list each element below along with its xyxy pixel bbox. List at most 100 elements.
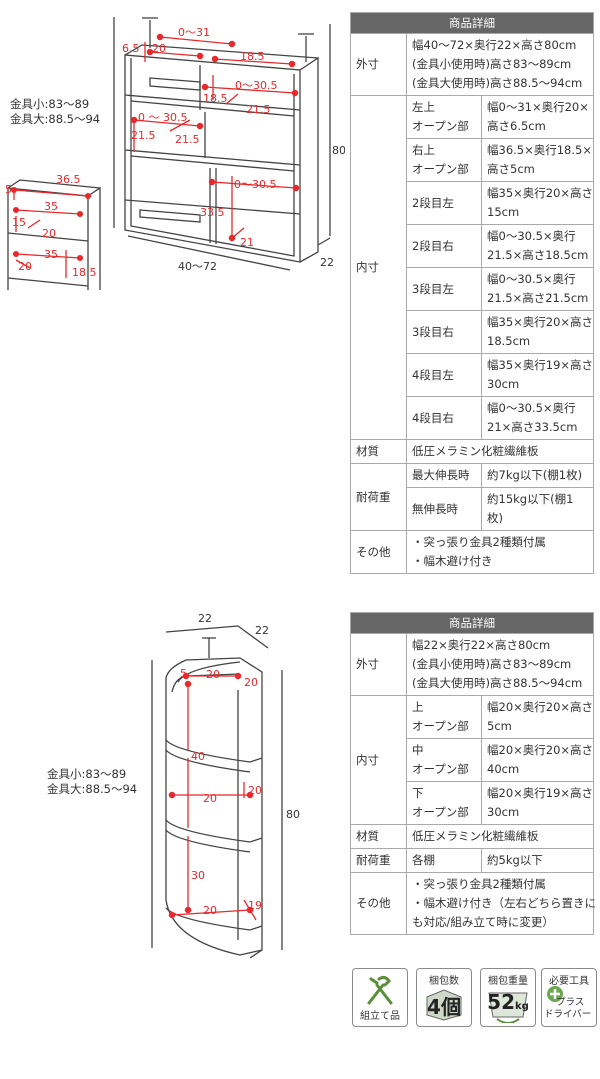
dim-label: 21.5 (131, 129, 156, 142)
inner-row-value: 幅36.5×奥行18.5×高さ5cm (480, 138, 595, 182)
assembly-badge: 組立て品 (352, 968, 408, 1027)
inner-row-value: 幅0～31×奥行20×高さ6.5cm (480, 95, 595, 139)
other-label: その他 (350, 530, 407, 574)
load-label: 耐荷重 (350, 848, 407, 873)
load-row-value: 約5kg以下 (480, 848, 595, 873)
inner-row-label: 中オープン部 (406, 738, 482, 782)
dim-label: 5 (5, 183, 12, 196)
spec-table-1: 商品詳細 外寸 幅40～72×奥行22×高さ80cm (金具小使用時)高さ83～… (349, 12, 595, 574)
package-weight-badge: 梱包重量 52kg (480, 968, 536, 1027)
dim-label: 20 (248, 784, 262, 797)
other-value: ・突っ張り金具2種類付属 ・幅木避け付き (405, 530, 595, 574)
dim-label-depth: 22 (255, 624, 269, 637)
bracket-large-text: 金具大:88.5～94 (47, 782, 138, 796)
dim-label: 20 (18, 260, 32, 273)
load-row-label: 各棚 (406, 848, 482, 873)
inner-row-label: 4段目右 (406, 396, 482, 440)
dim-label: 0～31 (178, 26, 210, 39)
dim-label: 33.5 (200, 206, 225, 219)
dim-label: 21.5 (175, 133, 200, 146)
dim-label-width: 22 (198, 612, 212, 625)
inner-size-label: 内寸 (350, 95, 407, 440)
dim-label: 35 (44, 248, 58, 261)
shelf-diagram-2: 5 20 20 40 20 20 30 20 19 22 22 80 (151, 612, 300, 959)
inner-row-label: 3段目左 (406, 267, 482, 311)
package-weight-value: 52kg (487, 990, 529, 1014)
tool-line-2: ドライバー (544, 1009, 592, 1020)
dim-label: 20 (203, 904, 217, 917)
inner-row-label: 上オープン部 (406, 695, 482, 739)
material-value: 低圧メラミン化粧繊維板 (405, 824, 595, 849)
load-row-value: 約15kg以下(棚1枚) (480, 487, 595, 531)
shelf-diagram-1: 0～31 6.5 20 18.5 0～30.5 18.5 21.5 0 ～ 30… (5, 17, 345, 290)
dim-label: 30 (191, 869, 205, 882)
dim-label: 35 (44, 200, 58, 213)
dim-label: 15 (12, 216, 26, 229)
inner-row-label: 2段目右 (406, 224, 482, 268)
dim-label: 0 ～ 30.5 (138, 111, 187, 124)
package-weight-title: 梱包重量 (488, 976, 528, 987)
inner-row-label: 4段目左 (406, 353, 482, 397)
material-label: 材質 (350, 439, 407, 464)
bracket-small-text: 金具小:83～89 (10, 97, 90, 111)
bracket-size-note-2: 金具小:83～89 金具大:88.5～94 (47, 767, 137, 797)
outer-size-label: 外寸 (350, 633, 407, 696)
inner-row-label: 左上オープン部 (406, 95, 482, 139)
outer-size-value: 幅22×奥行22×高さ80cm (金具小使用時)高さ83～89cm (金具大使用… (405, 633, 595, 696)
dim-label: 18.5 (240, 50, 265, 63)
required-tool-title: 必要工具 (549, 976, 589, 987)
material-value: 低圧メラミン化粧繊維板 (405, 439, 595, 464)
other-label: その他 (350, 872, 407, 935)
spec-table-2: 商品詳細 外寸 幅22×奥行22×高さ80cm (金具小使用時)高さ83～89c… (349, 612, 596, 935)
dim-label: 18.5 (203, 92, 228, 105)
bracket-small-text: 金具小:83～89 (47, 767, 127, 781)
dim-label: 18.5 (72, 266, 97, 279)
dim-label: 0～30.5 (234, 178, 277, 191)
dim-label: 21.5 (246, 103, 271, 116)
inner-row-label: 2段目左 (406, 181, 482, 225)
scale-icon (488, 992, 528, 1023)
dim-label-width: 40～72 (178, 260, 217, 273)
corner-shelf-outline (165, 657, 263, 959)
dim-label-depth: 22 (320, 256, 334, 269)
load-row-label: 最大伸長時 (406, 463, 482, 488)
dim-label: 20 (206, 668, 220, 681)
plus-screwdriver-icon (547, 986, 563, 1002)
inner-size-label: 内寸 (350, 695, 407, 825)
package-count-title: 梱包数 (429, 976, 459, 987)
tool-line-1: プラス (556, 997, 585, 1008)
dim-label: 21 (240, 236, 254, 249)
dim-label: 20 (42, 227, 56, 240)
bracket-size-note-1: 金具小:83～89 金具大:88.5～94 (10, 97, 100, 127)
dim-label: 40 (191, 750, 205, 763)
large-shelf-side (299, 56, 319, 263)
required-tool-badge: 必要工具 プラス ドライバー (541, 968, 597, 1027)
inner-row-label: 右上オープン部 (406, 138, 482, 182)
dim-label: 20 (203, 792, 217, 805)
load-label: 耐荷重 (350, 463, 407, 531)
material-label: 材質 (350, 824, 407, 849)
inner-row-label: 下オープン部 (406, 781, 482, 825)
tools-icon (367, 975, 393, 1005)
spec-table-header: 商品詳細 (349, 12, 595, 34)
inner-row-label: 3段目右 (406, 310, 482, 354)
dim-label: 20 (152, 42, 166, 55)
spec-table-header: 商品詳細 (349, 612, 595, 634)
box-icon (426, 989, 462, 1021)
dim-label: 0～30.5 (235, 79, 278, 92)
dim-label-height: 80 (286, 808, 300, 821)
dim-label: 19 (248, 899, 262, 912)
dim-label: 6.5 (122, 42, 140, 55)
package-count-value: 4個 (427, 995, 461, 1019)
outer-size-label: 外寸 (350, 33, 407, 96)
load-row-label: 無伸長時 (406, 487, 482, 531)
assembly-text: 組立て品 (360, 1011, 400, 1022)
